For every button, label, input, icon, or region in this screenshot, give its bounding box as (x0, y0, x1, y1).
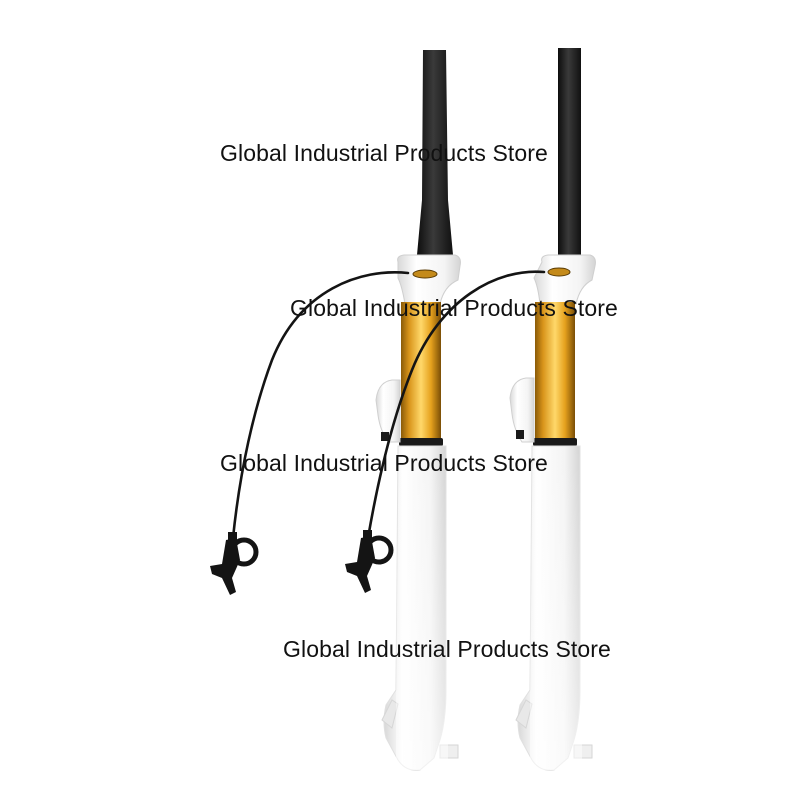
right-steerer-tube (558, 48, 581, 255)
right-stanchion (535, 302, 575, 444)
right-crown (533, 254, 596, 305)
left-steerer-tube (417, 50, 453, 255)
left-crown (397, 254, 461, 305)
left-fork (210, 50, 461, 771)
store-watermark: Global Industrial Products Store (290, 295, 618, 321)
right-lockout-lever (345, 530, 394, 593)
right-lockout-cable (366, 270, 546, 540)
left-air-cap (412, 269, 438, 279)
left-stanchion (401, 302, 441, 444)
store-watermark: Global Industrial Products Store (283, 636, 611, 662)
left-lockout-lever (210, 532, 259, 595)
right-arch (509, 377, 535, 443)
store-watermark: Global Industrial Products Store (220, 140, 548, 166)
left-lockout-cable (231, 271, 410, 540)
right-fork (345, 48, 596, 771)
right-air-cap (547, 267, 571, 277)
store-watermark: Global Industrial Products Store (220, 450, 548, 476)
